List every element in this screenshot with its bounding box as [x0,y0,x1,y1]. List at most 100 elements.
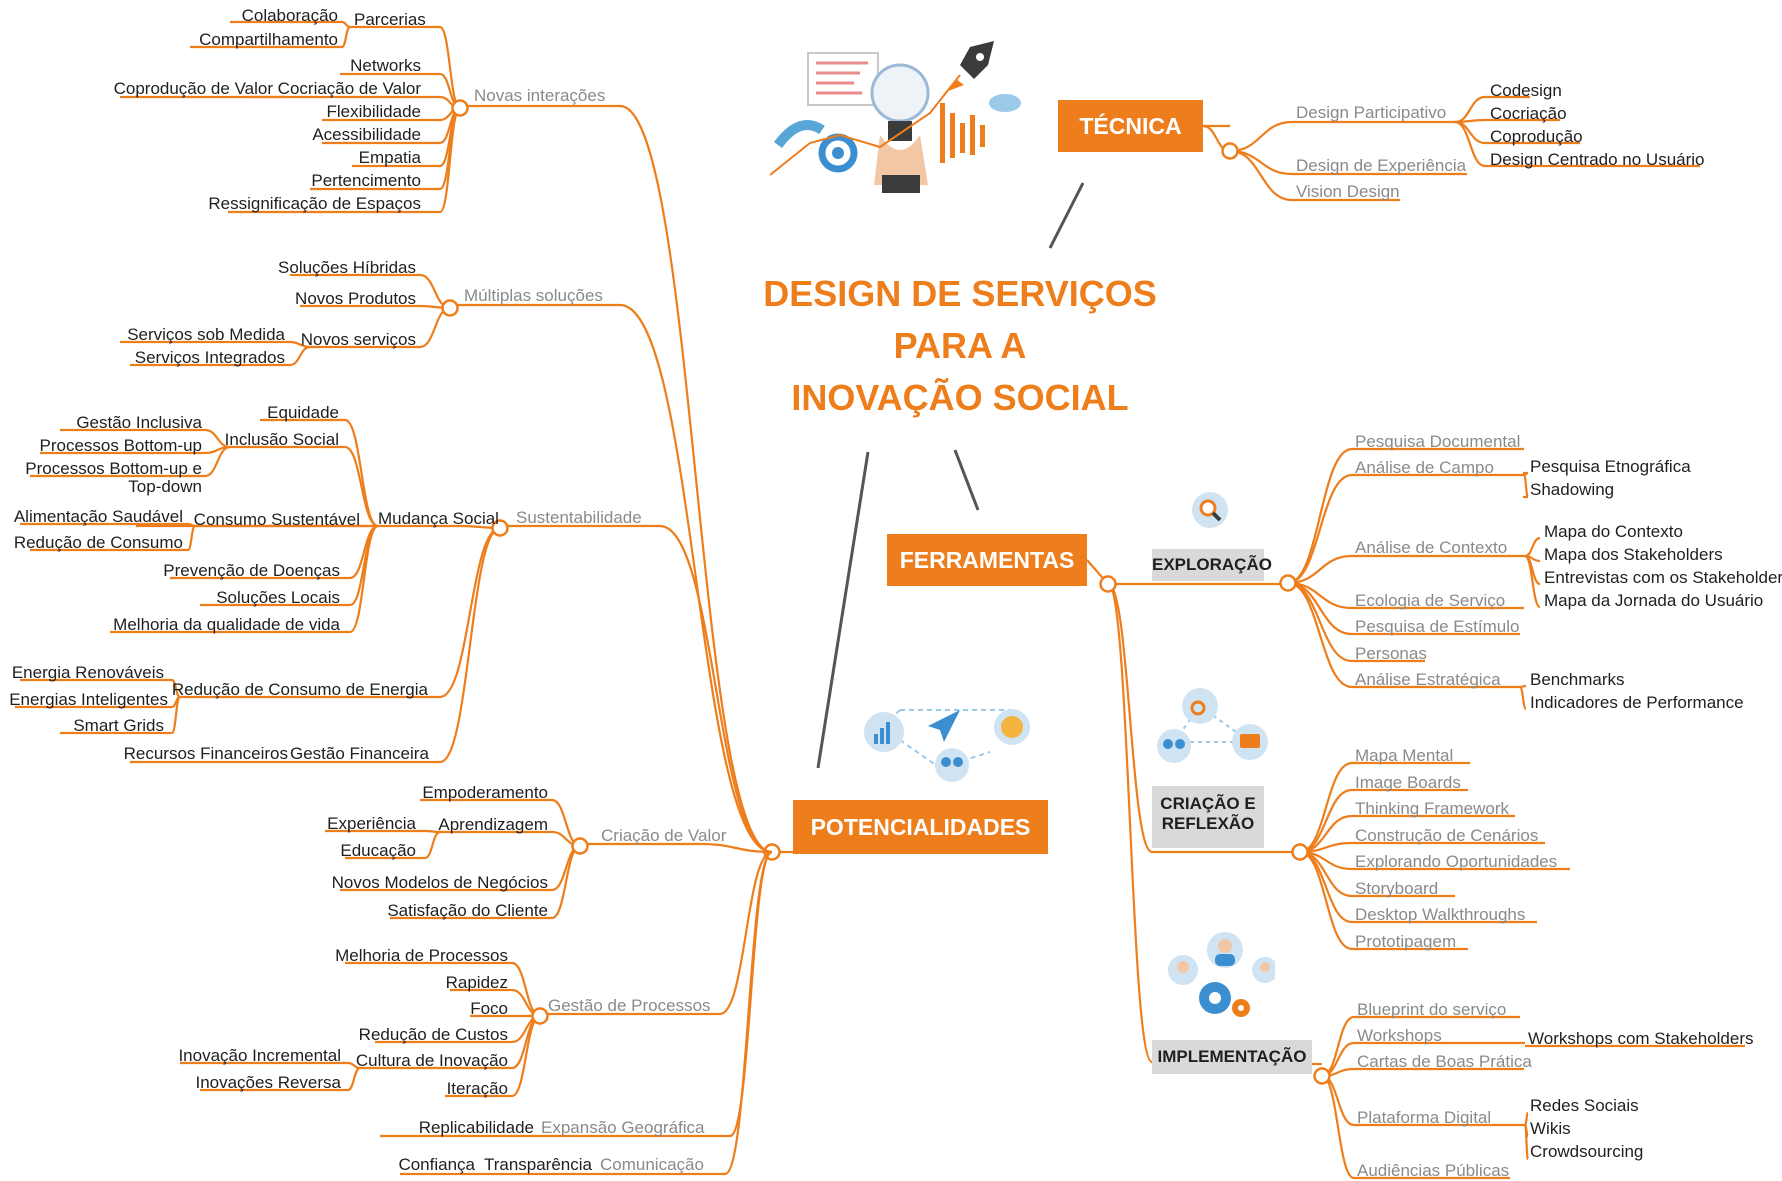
cocriacao-label: Cocriação [1490,104,1567,123]
connector [1454,120,1486,145]
connector [1299,850,1353,924]
lightbulb-innovation-icon [770,41,1021,193]
connector [424,830,441,860]
iteracao-label: Iteração [446,1079,508,1098]
connector [1321,1074,1355,1180]
reducao-custos-label: Redução de Custos [358,1025,508,1044]
team-gears-icon [1168,932,1275,1017]
acessibilidade-label: Acessibilidade [312,125,421,144]
parcerias-label: Parcerias [354,10,426,29]
connector [1321,1074,1355,1127]
connector [1299,761,1353,854]
criacao-label-line-1: CRIAÇÃO E [1160,794,1256,813]
connector [289,345,311,367]
mapa-jornada-label: Mapa da Jornada do Usuário [1544,591,1764,610]
coproducao-valor-label: Coprodução de Valor [113,79,273,98]
aprendizagem-label: Aprendizagem [438,815,548,834]
explorando-oportunidades-label: Explorando Oportunidades [1355,852,1558,871]
connector [1522,473,1530,499]
connector [1287,473,1353,585]
connector [1523,1111,1530,1127]
mudanca-social-label: Mudança Social [378,509,499,528]
connector [659,524,773,854]
novas-interacoes-label: Novas interações [474,86,606,105]
analise-contexto-label: Análise de Contexto [1355,538,1508,557]
networks-label: Networks [350,56,421,75]
recursos-financeiros-label: Recursos Financeiros [123,744,288,763]
energia-renovaveis-label: Energia Renováveis [11,663,164,682]
pesquisa-etnografica-label: Pesquisa Etnográfica [1530,457,1691,476]
codesign-label: Codesign [1490,81,1562,100]
dcu-label: Design Centrado no Usuário [1490,150,1705,169]
satisfacao-cliente-label: Satisfação do Cliente [387,901,548,920]
connector [439,526,501,699]
hub-node [1279,574,1297,592]
connector [719,850,773,1016]
hub-node [1221,142,1239,160]
exploracao-box: EXPLORAÇÃO [1152,549,1272,581]
storyboard-label: Storyboard [1355,879,1439,898]
connector [551,844,581,920]
plataforma-digital-label: Plataforma Digital [1357,1108,1492,1127]
expansao-geografica-label: Expansão Geográfica [541,1118,705,1137]
pesquisa-estimulo-label: Pesquisa de Estímulo [1355,617,1520,636]
ecologia-servico-label: Ecologia de Serviço [1355,591,1506,610]
connector [1229,149,1293,176]
hub-node [1313,1067,1331,1085]
connector [619,104,773,854]
servicos-sob-medida-label: Serviços sob Medida [127,325,285,344]
confianca-label: Confiança [398,1155,475,1174]
replicabilidade-label: Replicabilidade [418,1118,534,1137]
connector [1229,149,1293,202]
reducao-consumo-label: Redução de Consumo [13,533,183,552]
main-title: DESIGN DE SERVIÇOS PARA A INOVAÇÃO SOCIA… [700,268,1220,424]
connector [953,449,980,511]
melhoria-processos-label: Melhoria de Processos [335,946,508,965]
hub-node [451,99,469,117]
coproducao-label: Coprodução [1490,127,1583,146]
energias-inteligentes-label: Energias Inteligentes [9,690,168,709]
benchmarks-label: Benchmarks [1530,670,1625,689]
connector [724,850,773,1176]
shadowing-label: Shadowing [1530,480,1615,499]
wikis-label: Wikis [1530,1119,1571,1138]
experiencia-label: Experiência [327,814,416,833]
reducao-energia-label: Redução de Consumo de Energia [171,680,428,699]
prototipagem-label: Prototipagem [1355,932,1457,951]
pesquisa-documental-label: Pesquisa Documental [1355,432,1521,451]
workshops-label: Workshops [1357,1026,1442,1045]
pertencimento-label: Pertencimento [311,171,421,190]
gestao-financeira-label: Gestão Financeira [290,744,429,763]
prevencao-doencas-label: Prevenção de Doenças [163,561,340,580]
connector [1229,120,1293,153]
multiplas-solucoes-label: Múltiplas soluções [464,286,603,305]
connector [439,526,501,764]
cultura-inovacao-label: Cultura de Inovação [355,1051,508,1070]
title-line-1: DESIGN DE SERVIÇOS [763,273,1157,314]
rapidez-label: Rapidez [445,973,508,992]
connector [1454,120,1486,168]
solucoes-locais-label: Soluções Locais [216,588,340,607]
criacao-valor-label: Criação de Valor [601,826,727,845]
smart-grids-label: Smart Grids [73,716,164,735]
connector [1287,581,1353,636]
hub-node [1099,575,1117,593]
mapa-stakeholders-label: Mapa dos Stakeholders [1544,545,1723,564]
connector [1523,1123,1530,1161]
compartilhamento-label: Compartilhamento [199,30,338,49]
connector [344,445,379,528]
workshops-stakeholders-label: Workshops com Stakeholders [1528,1029,1754,1048]
connector [1048,182,1085,249]
empatia-label: Empatia [358,148,421,167]
criacao-reflexao-box: CRIAÇÃO E REFLEXÃO [1152,786,1264,848]
hub-node [491,519,509,537]
inovacoes-reversa-label: Inovações Reversa [195,1073,341,1092]
empoderamento-label: Empoderamento [422,783,548,802]
novos-modelos-label: Novos Modelos de Negócios [331,873,548,892]
analise-estrategica-label: Análise Estratégica [1355,670,1501,689]
connector [1454,95,1486,124]
connector [619,303,773,854]
hub-node [441,299,459,317]
thinking-framework-label: Thinking Framework [1355,799,1509,818]
